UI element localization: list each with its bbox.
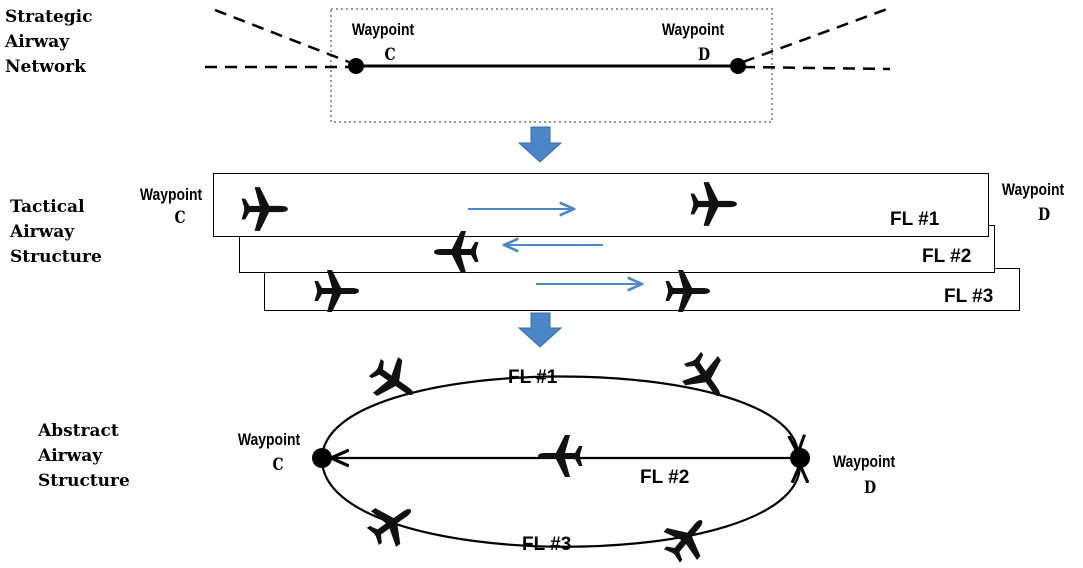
fl3-lower-arc <box>320 458 800 548</box>
fl1-upper-arc <box>320 375 798 460</box>
down-arrow-icon <box>517 312 563 348</box>
waypoint-node-icon <box>790 448 810 468</box>
strategic-focus-box <box>330 8 773 123</box>
waypoint-node-icon <box>348 58 364 74</box>
airplane-icon <box>690 182 737 226</box>
waypoint-word: Waypoint <box>661 20 725 39</box>
fl1-abstract-label: FL #1 <box>508 367 558 388</box>
fl3-tactical-label: FL #3 <box>944 286 994 307</box>
waypoint-d-label: Waypoint <box>827 452 901 472</box>
waypoint-c-label: Waypoint <box>346 20 420 40</box>
airplane-icon <box>360 491 424 555</box>
airplane-icon <box>655 506 719 568</box>
dashed-route-right-upper <box>742 6 891 64</box>
fl1-tactical-label: FL #1 <box>890 209 940 230</box>
waypoint-letter-d: D <box>863 478 877 498</box>
waypoint-letter-d: D <box>1037 205 1051 225</box>
airplane-icon <box>241 187 288 231</box>
abstract-structure-label: Abstract Airway Structure <box>38 421 130 491</box>
waypoint-d-letter: D <box>1034 205 1054 225</box>
waypoint-c-letter: C <box>170 208 190 228</box>
dashed-route-right <box>742 65 891 71</box>
airplane-icon <box>538 435 583 477</box>
airplane-icon <box>362 349 426 413</box>
waypoint-node-icon <box>312 448 332 468</box>
waypoint-c-letter: C <box>268 455 288 475</box>
waypoint-d-letter: D <box>860 478 880 498</box>
airplane-icon <box>665 270 710 312</box>
waypoint-word: Waypoint <box>139 185 203 204</box>
down-arrow-icon <box>517 126 563 163</box>
waypoint-d-label: Waypoint <box>996 180 1070 200</box>
fl2-tactical-label: FL #2 <box>922 246 972 267</box>
dashed-route-left-upper <box>214 8 350 64</box>
waypoint-c-label: Waypoint <box>232 430 306 450</box>
waypoint-d-label: Waypoint <box>656 20 730 40</box>
waypoint-letter-c: C <box>272 455 284 475</box>
waypoint-c-letter: C <box>380 45 400 65</box>
waypoint-word: Waypoint <box>237 430 301 449</box>
waypoint-d-letter: D <box>694 45 714 65</box>
fl3-abstract-label: FL #3 <box>522 534 572 555</box>
airplane-icon <box>674 345 738 409</box>
waypoint-letter-d: D <box>697 45 711 65</box>
flight-level-1-panel <box>213 173 989 237</box>
waypoint-node-icon <box>730 58 746 74</box>
waypoint-c-label: Waypoint <box>134 185 208 205</box>
airplane-icon <box>314 270 359 312</box>
waypoint-word: Waypoint <box>1001 180 1065 199</box>
airplane-icon <box>434 231 479 273</box>
waypoint-letter-c: C <box>174 208 186 228</box>
fl2-abstract-label: FL #2 <box>640 467 690 488</box>
tactical-structure-label: Tactical Airway Structure <box>10 197 102 267</box>
waypoint-letter-c: C <box>384 45 396 65</box>
waypoint-word: Waypoint <box>351 20 415 39</box>
waypoint-word: Waypoint <box>832 452 896 471</box>
strategic-network-label: Strategic Airway Network <box>5 7 93 77</box>
